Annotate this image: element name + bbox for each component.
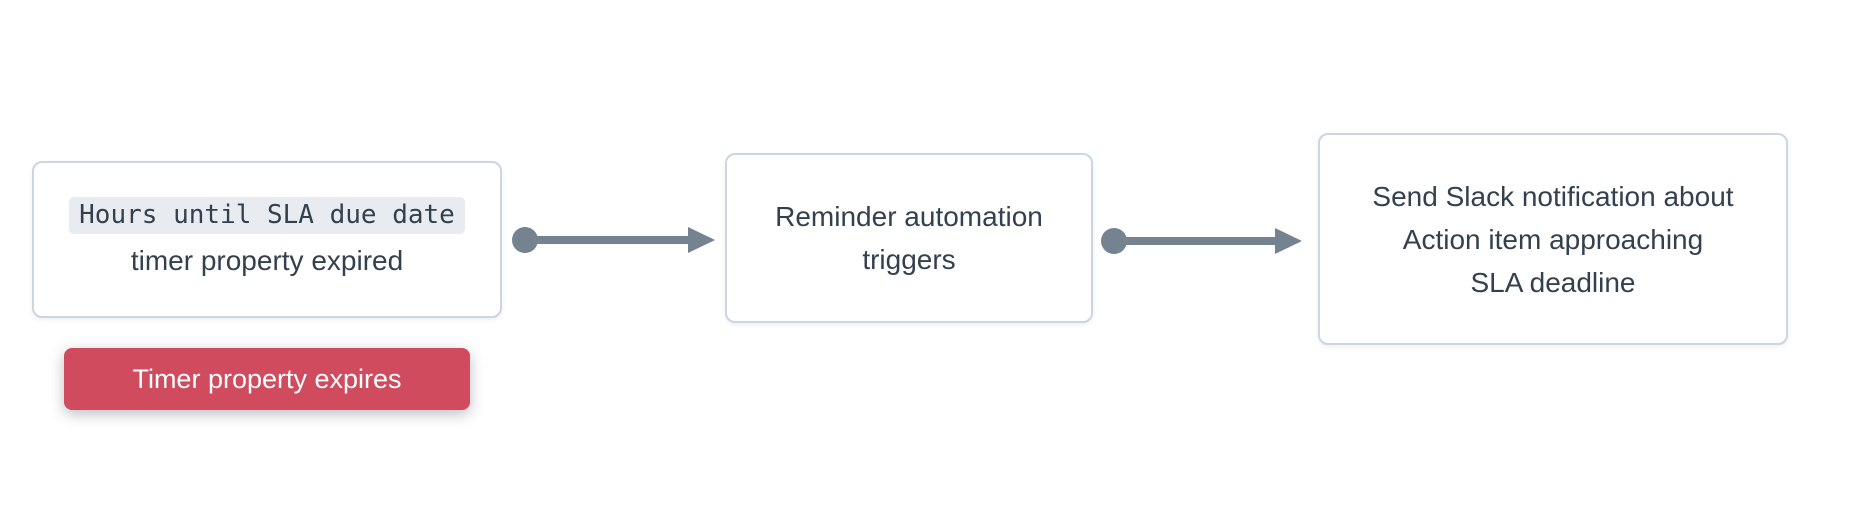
trigger-condition-text: timer property expired	[130, 245, 404, 276]
node-automation-triggers[interactable]: Reminder automation triggers	[725, 153, 1093, 323]
timer-property-code-chip: Hours until SLA due date	[69, 197, 465, 234]
connector-dot-arrow-1	[512, 227, 715, 253]
connector-line	[525, 236, 689, 244]
node-slack-action[interactable]: Send Slack notification about Action ite…	[1318, 133, 1788, 345]
connector-dot-arrow-2	[1101, 228, 1302, 254]
automation-text-line: Reminder automation	[775, 201, 1043, 232]
automation-text-line: triggers	[862, 244, 956, 275]
connector-arrowhead-icon	[1275, 228, 1302, 254]
action-text-line: Send Slack notification about	[1372, 180, 1734, 212]
action-text-line: Action item approaching	[1402, 223, 1704, 255]
node-trigger-condition[interactable]: Hours until SLA due date timer property …	[32, 161, 502, 318]
trigger-event-badge[interactable]: Timer property expires	[64, 348, 470, 410]
connector-arrowhead-icon	[688, 227, 715, 253]
action-text-line: SLA deadline	[1470, 266, 1636, 298]
connector-line	[1114, 237, 1276, 245]
